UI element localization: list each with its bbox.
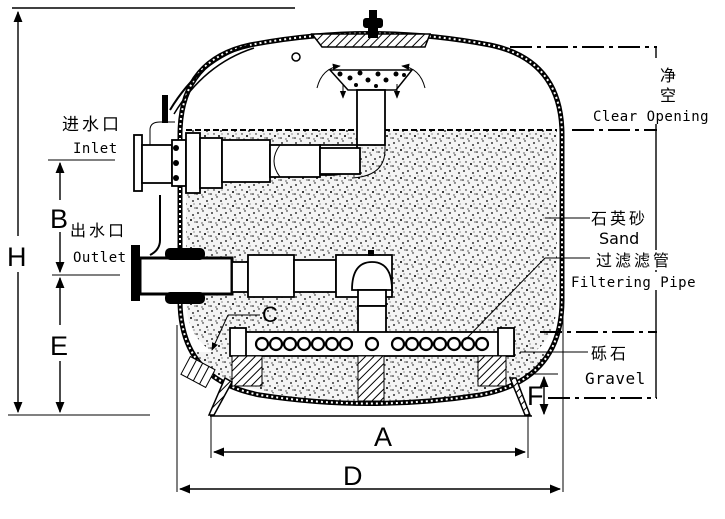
drain-valve-icon xyxy=(180,355,216,389)
dimension-D-label: D xyxy=(343,461,363,491)
dimension-B-label: B xyxy=(50,204,68,234)
clear-opening-en: Clear Opening xyxy=(593,109,709,125)
outlet-en-label: Outlet xyxy=(73,250,127,266)
clear-opening-cn-2: 空 xyxy=(660,86,679,105)
pressure-gauge-port xyxy=(291,52,301,62)
support-legs xyxy=(207,376,532,416)
dimension-C-label: C xyxy=(262,302,278,327)
outlet-pipe-assembly xyxy=(131,245,393,343)
dimension-H-label: H xyxy=(7,242,27,272)
filtering-pipe-lateral xyxy=(229,327,515,402)
dimension-F-label: F xyxy=(527,381,544,411)
filtering-pipe-en-label: Filtering Pipe xyxy=(571,275,696,291)
sand-media xyxy=(186,130,557,360)
sand-en-label: Sand xyxy=(599,229,639,248)
sand-cn-label: 石英砂 xyxy=(591,209,648,228)
outlet-cn-label: 出水口 xyxy=(70,221,127,240)
inlet-en-label: Inlet xyxy=(73,141,118,157)
dimension-E-label: E xyxy=(50,331,68,361)
inlet-pipe-assembly xyxy=(133,44,361,256)
gravel-cn-label: 砾石 xyxy=(591,344,629,363)
clear-opening-cn-1: 净 xyxy=(660,66,679,85)
inlet-cn-label: 进水口 xyxy=(62,115,122,135)
top-lid xyxy=(310,33,432,48)
air-vent-valve-icon xyxy=(363,10,383,38)
dimension-A-label: A xyxy=(374,422,392,452)
filtering-pipe-cn-label: 过滤滤管 xyxy=(596,251,672,270)
gravel-en-label: Gravel xyxy=(585,369,646,388)
